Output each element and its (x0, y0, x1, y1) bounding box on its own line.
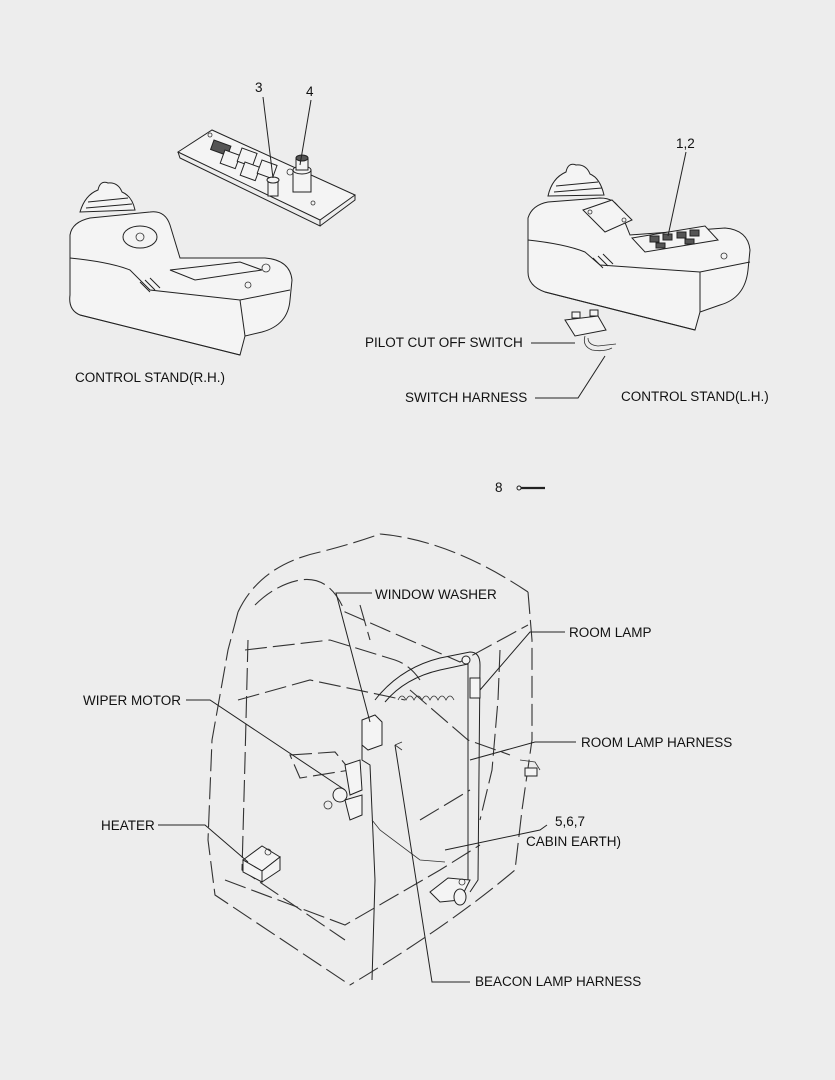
label-control-stand-lh: CONTROL STAND(L.H.) (621, 389, 769, 404)
label-wiper-motor: WIPER MOTOR (83, 693, 181, 708)
switch-panel-drawing (176, 96, 356, 227)
cabin-wiring-drawing (242, 651, 541, 981)
label-room-lamp: ROOM LAMP (569, 625, 652, 640)
label-cabin-earth: CABIN EARTH) (526, 834, 621, 849)
pilot-cut-off-switch-drawing (531, 309, 617, 399)
callout-8: 8 (495, 480, 503, 495)
label-beacon-lamp-harness: BEACON LAMP HARNESS (475, 974, 641, 989)
control-stand-rh-drawing (69, 181, 293, 356)
label-cabin-earth-number: 5,6,7 (555, 814, 585, 829)
label-pilot-cut-off-switch: PILOT CUT OFF SWITCH (365, 335, 523, 350)
callout-3: 3 (255, 80, 263, 95)
label-window-washer: WINDOW WASHER (375, 587, 497, 602)
label-switch-harness: SWITCH HARNESS (405, 390, 527, 405)
label-room-lamp-harness: ROOM LAMP HARNESS (581, 735, 732, 750)
cabin-leader-lines (158, 592, 576, 983)
label-heater: HEATER (101, 818, 155, 833)
label-control-stand-rh: CONTROL STAND(R.H.) (75, 370, 225, 385)
cabin-outline-drawing (207, 533, 533, 986)
control-stand-lh-drawing (527, 151, 751, 331)
part-8-drawing (516, 485, 545, 491)
callout-1-2: 1,2 (676, 136, 695, 151)
callout-4: 4 (306, 84, 314, 99)
